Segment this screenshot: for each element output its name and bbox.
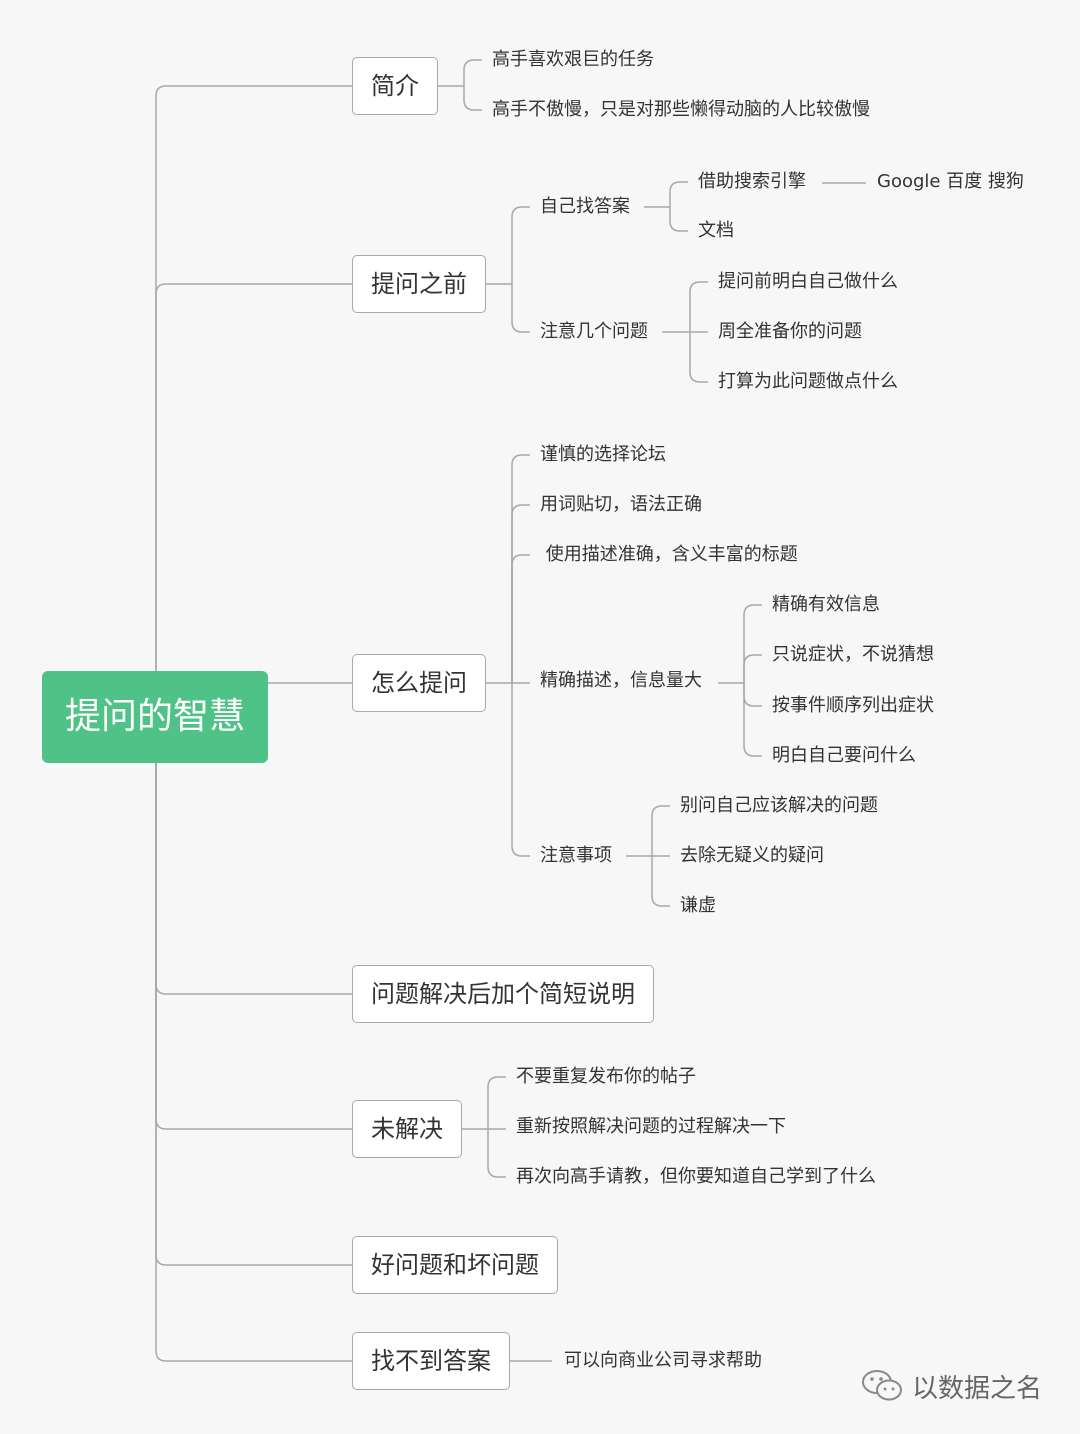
branch-unsolved: 未解决 [352,1100,462,1158]
leaf-intro-2: 高手不傲慢，只是对那些懒得动脑的人比较傲慢 [492,99,870,120]
watermark: 以数据之名 [860,1366,1050,1406]
watermark-text: 以数据之名 [912,1373,1043,1404]
branch-how-to-ask: 怎么提问 [352,654,486,712]
branch-after-solved: 问题解决后加个简短说明 [352,965,654,1023]
leaf-precise-1: 精确有效信息 [772,594,880,615]
leaf-intro-1: 高手喜欢艰巨的任务 [492,49,654,70]
branch-no-answer: 找不到答案 [352,1332,510,1390]
leaf-cautions-2: 去除无疑义的疑问 [680,845,824,866]
subtopic-precise: 精确描述，信息量大 [540,670,702,691]
leaf-notes-1: 提问前明白自己做什么 [718,271,898,292]
leaf-cautions-1: 别问自己应该解决的问题 [680,795,878,816]
leaf-notes-3: 打算为此问题做点什么 [718,371,898,392]
leaf-unsolved-3: 再次向高手请教，但你要知道自己学到了什么 [516,1166,876,1187]
subtopic-find-answer: 自己找答案 [540,196,630,217]
root-topic: 提问的智慧 [42,671,268,763]
leaf-notes-2: 周全准备你的问题 [718,321,862,342]
leaf-how-1: 谨慎的选择论坛 [540,444,666,465]
branch-before-asking: 提问之前 [352,255,486,313]
leaf-precise-3: 按事件顺序列出症状 [772,695,934,716]
branch-good-bad-questions: 好问题和坏问题 [352,1236,558,1294]
leaf-how-2: 用词贴切，语法正确 [540,494,702,515]
leaf-no-answer-1: 可以向商业公司寻求帮助 [564,1350,762,1371]
leaf-how-3: 使用描述准确，含义丰富的标题 [540,544,798,565]
branch-intro: 简介 [352,57,438,115]
leaf-search-engine-names: Google 百度 搜狗 [877,171,1024,192]
leaf-precise-4: 明白自己要问什么 [772,745,916,766]
leaf-search-engine: 借助搜索引擎 [698,171,806,192]
subtopic-notes: 注意几个问题 [540,321,648,342]
subtopic-cautions: 注意事项 [540,845,612,866]
wechat-icon [862,1370,902,1401]
leaf-unsolved-1: 不要重复发布你的帖子 [516,1066,696,1087]
leaf-docs: 文档 [698,220,734,241]
leaf-unsolved-2: 重新按照解决问题的过程解决一下 [516,1116,786,1137]
leaf-precise-2: 只说症状，不说猜想 [772,644,934,665]
leaf-cautions-3: 谦虚 [680,895,716,916]
